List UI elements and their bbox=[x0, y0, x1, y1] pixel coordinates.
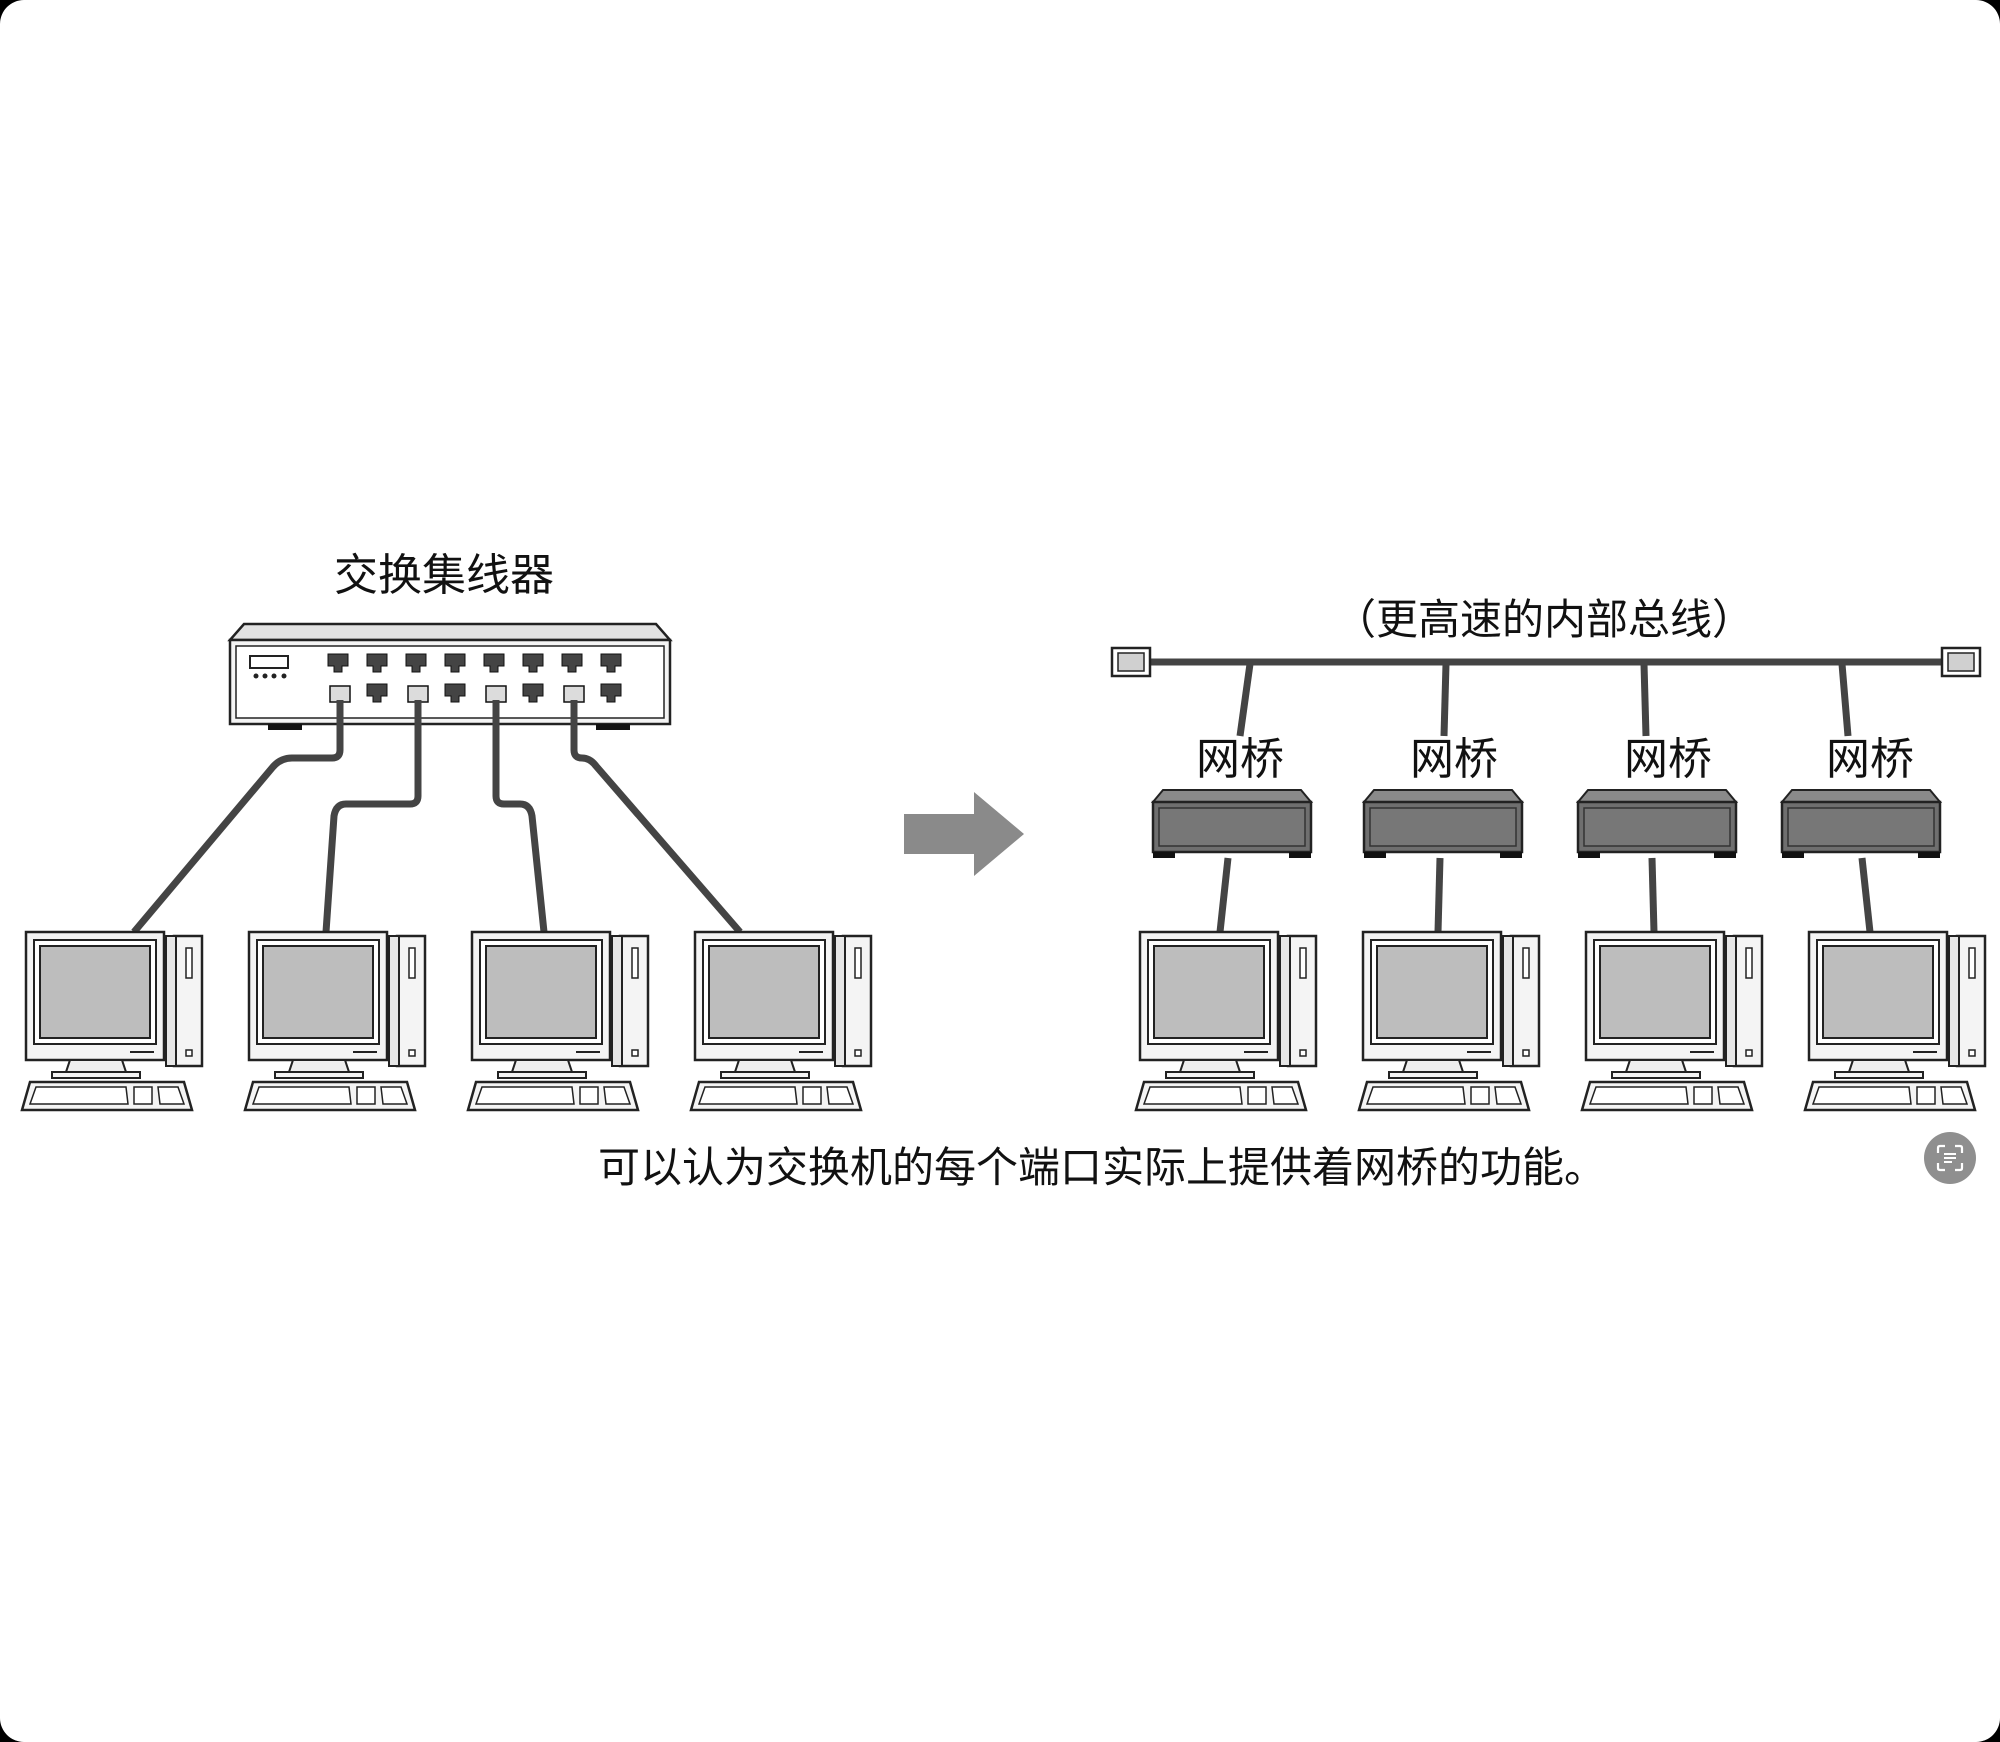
text-scan-button[interactable] bbox=[1924, 1132, 1976, 1184]
bridge-device-3 bbox=[1576, 788, 1738, 860]
right-computer-2 bbox=[1357, 930, 1541, 1112]
right-computer-1 bbox=[1134, 930, 1318, 1112]
switch-hub bbox=[227, 622, 673, 730]
bus-label: （更高速的内部总线） bbox=[1334, 595, 1754, 644]
left-computer-3 bbox=[466, 930, 650, 1112]
bridge-device-2 bbox=[1362, 788, 1524, 860]
switch-label: 交换集线器 bbox=[334, 550, 554, 601]
bridge-label-1: 网桥 bbox=[1196, 734, 1284, 785]
bridge-cables bbox=[1216, 857, 1874, 933]
internal-bus bbox=[1110, 646, 1982, 678]
right-computer-4 bbox=[1803, 930, 1987, 1112]
right-arrow-icon bbox=[904, 792, 1024, 876]
left-computer-4 bbox=[689, 930, 873, 1112]
switch-cables bbox=[131, 700, 743, 935]
left-computer-2 bbox=[243, 930, 427, 1112]
bridge-label-3: 网桥 bbox=[1624, 734, 1712, 785]
bridge-label-4: 网桥 bbox=[1826, 734, 1914, 785]
figure-caption: 可以认为交换机的每个端口实际上提供着网桥的功能。 bbox=[598, 1143, 1606, 1192]
bridge-label-2: 网桥 bbox=[1410, 734, 1498, 785]
bus-drop-cables bbox=[1236, 663, 1852, 737]
bridge-device-4 bbox=[1780, 788, 1942, 860]
left-computer-1 bbox=[20, 930, 204, 1112]
right-computer-3 bbox=[1580, 930, 1764, 1112]
bridge-device-1 bbox=[1151, 788, 1313, 860]
text-scan-icon bbox=[1936, 1144, 1964, 1172]
